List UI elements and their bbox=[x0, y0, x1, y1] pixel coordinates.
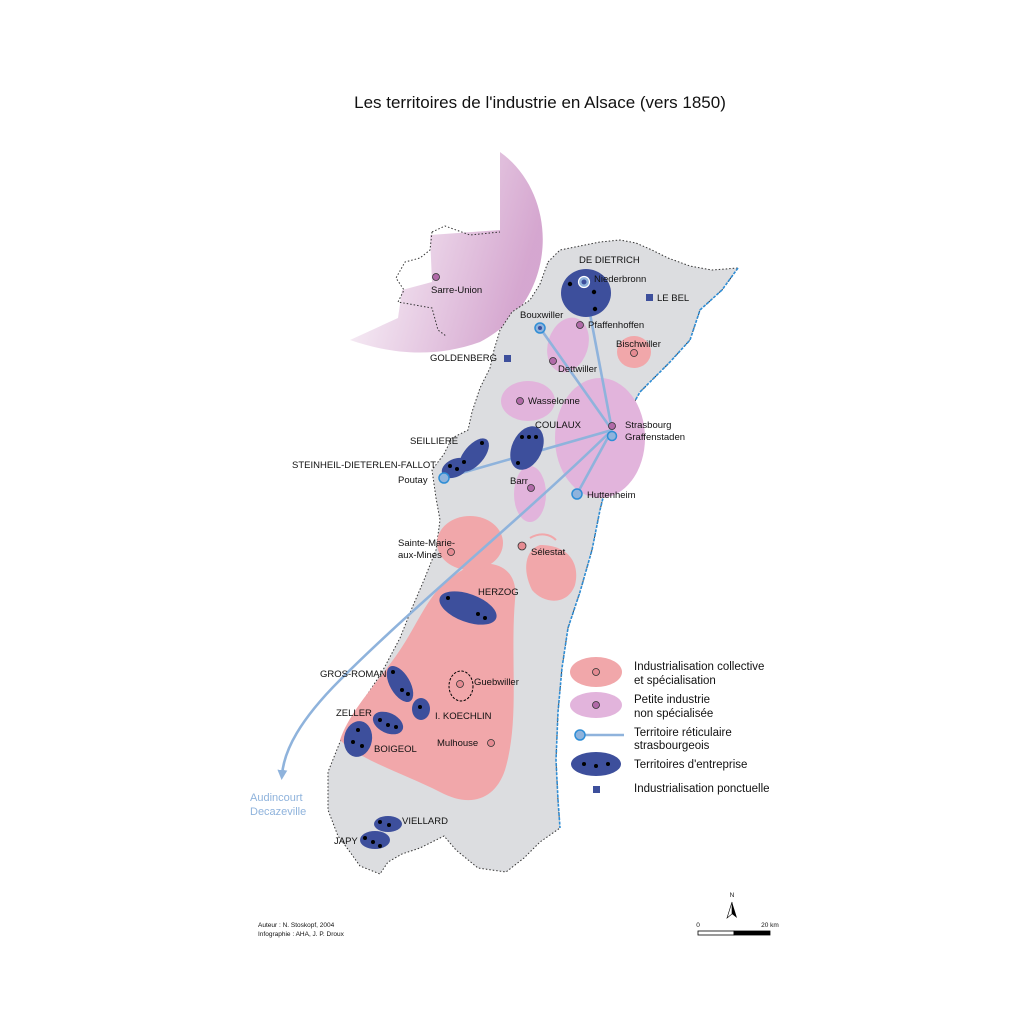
enterprise-zones bbox=[343, 269, 611, 849]
map-title: Les territoires de l'industrie en Alsace… bbox=[354, 93, 726, 112]
herzog-zone bbox=[439, 591, 497, 625]
selestat-arrows bbox=[529, 533, 557, 541]
label-wasselonne: Wasselonne bbox=[528, 396, 580, 407]
credits: Auteur : N. Stoskopf, 2004 Infographie :… bbox=[258, 922, 345, 938]
legend-reseau-line1: Territoire réticulaire bbox=[634, 727, 732, 739]
credit-author: Auteur : N. Stoskopf, 2004 bbox=[258, 922, 335, 929]
legend-reseau-line2: strasbourgeois bbox=[634, 740, 710, 752]
legend-reseau-swatch bbox=[574, 729, 586, 741]
guebwiller-outline bbox=[448, 670, 474, 702]
legend-collective-line2: et spécialisation bbox=[634, 675, 716, 687]
label-de-dietrich: DE DIETRICH bbox=[579, 255, 640, 266]
petite-zones bbox=[501, 317, 645, 522]
moselle-region bbox=[350, 152, 543, 353]
label-sainte-marie-2: aux-Mines bbox=[398, 550, 442, 561]
label-mulhouse: Mulhouse bbox=[437, 738, 478, 749]
label-strasbourg: Strasbourg bbox=[625, 420, 671, 431]
town-markers bbox=[432, 273, 653, 747]
audincourt-arrow bbox=[277, 429, 613, 780]
svg-text:0: 0 bbox=[696, 922, 700, 929]
enterprise-dots bbox=[351, 281, 598, 848]
svg-text:N: N bbox=[730, 892, 735, 899]
legend-enterprise: Territoires d'entreprise bbox=[634, 759, 747, 771]
label-decazeville: Decazeville bbox=[250, 806, 306, 818]
legend-petite-line2: non spécialisée bbox=[634, 708, 713, 720]
label-bischwiller: Bischwiller bbox=[616, 339, 661, 350]
label-huttenheim: Huttenheim bbox=[587, 490, 636, 501]
label-selestat: Sélestat bbox=[531, 547, 566, 558]
label-goldenberg: GOLDENBERG bbox=[430, 353, 497, 364]
koechlin-zone bbox=[412, 698, 430, 720]
scale-bar: 0 20 km bbox=[696, 922, 779, 936]
japy-zone bbox=[360, 831, 390, 849]
label-steinheil: STEINHEIL-DIETERLEN-FALLOT bbox=[292, 460, 436, 471]
label-koechlin: I. KOECHLIN bbox=[435, 711, 492, 722]
legend-ponctuelle: Industrialisation ponctuelle bbox=[634, 783, 770, 795]
label-barr: Barr bbox=[510, 476, 528, 487]
label-seilliere: SEILLIERE bbox=[410, 436, 458, 447]
legend-collective-line1: Industrialisation collective bbox=[634, 661, 764, 673]
rhine-river bbox=[555, 267, 739, 829]
label-poutay: Poutay bbox=[398, 475, 428, 486]
legend: Industrialisation collective et spéciali… bbox=[570, 657, 770, 795]
credit-infographie: Infographie : AHA, J. P. Droux bbox=[258, 931, 345, 938]
legend-petite-line1: Petite industrie bbox=[634, 694, 710, 706]
label-sarre-union: Sarre-Union bbox=[431, 285, 482, 296]
legend-ponctuelle-swatch bbox=[593, 786, 600, 793]
north-arrow: N bbox=[726, 892, 737, 919]
label-pfaffenhoffen: Pfaffenhoffen bbox=[588, 320, 644, 331]
label-boigeol: BOIGEOL bbox=[374, 744, 417, 755]
label-gros-roman: GROS-ROMAN bbox=[320, 669, 387, 680]
steinheil-zone bbox=[441, 457, 469, 479]
boigeol-zone bbox=[343, 721, 373, 757]
de-dietrich-zone bbox=[561, 269, 611, 317]
label-bouxwiller: Bouxwiller bbox=[520, 310, 563, 321]
label-viellard: VIELLARD bbox=[402, 816, 448, 827]
label-coulaux: COULAUX bbox=[535, 420, 582, 431]
label-dettwiller: Dettwiller bbox=[558, 364, 597, 375]
label-audincourt: Audincourt bbox=[250, 792, 303, 804]
label-guebwiller: Guebwiller bbox=[474, 677, 519, 688]
label-japy: JAPY bbox=[334, 836, 358, 847]
label-herzog: HERZOG bbox=[478, 587, 519, 598]
label-le-bel: LE BEL bbox=[657, 293, 689, 304]
place-labels: Sarre-Union DE DIETRICH Niederbronn LE B… bbox=[250, 255, 689, 847]
svg-text:20 km: 20 km bbox=[761, 922, 779, 929]
label-niederbronn: Niederbronn bbox=[594, 274, 646, 285]
label-graffenstaden: Graffenstaden bbox=[625, 432, 685, 443]
label-zeller: ZELLER bbox=[336, 708, 372, 719]
label-sainte-marie-1: Sainte-Marie- bbox=[398, 538, 455, 549]
